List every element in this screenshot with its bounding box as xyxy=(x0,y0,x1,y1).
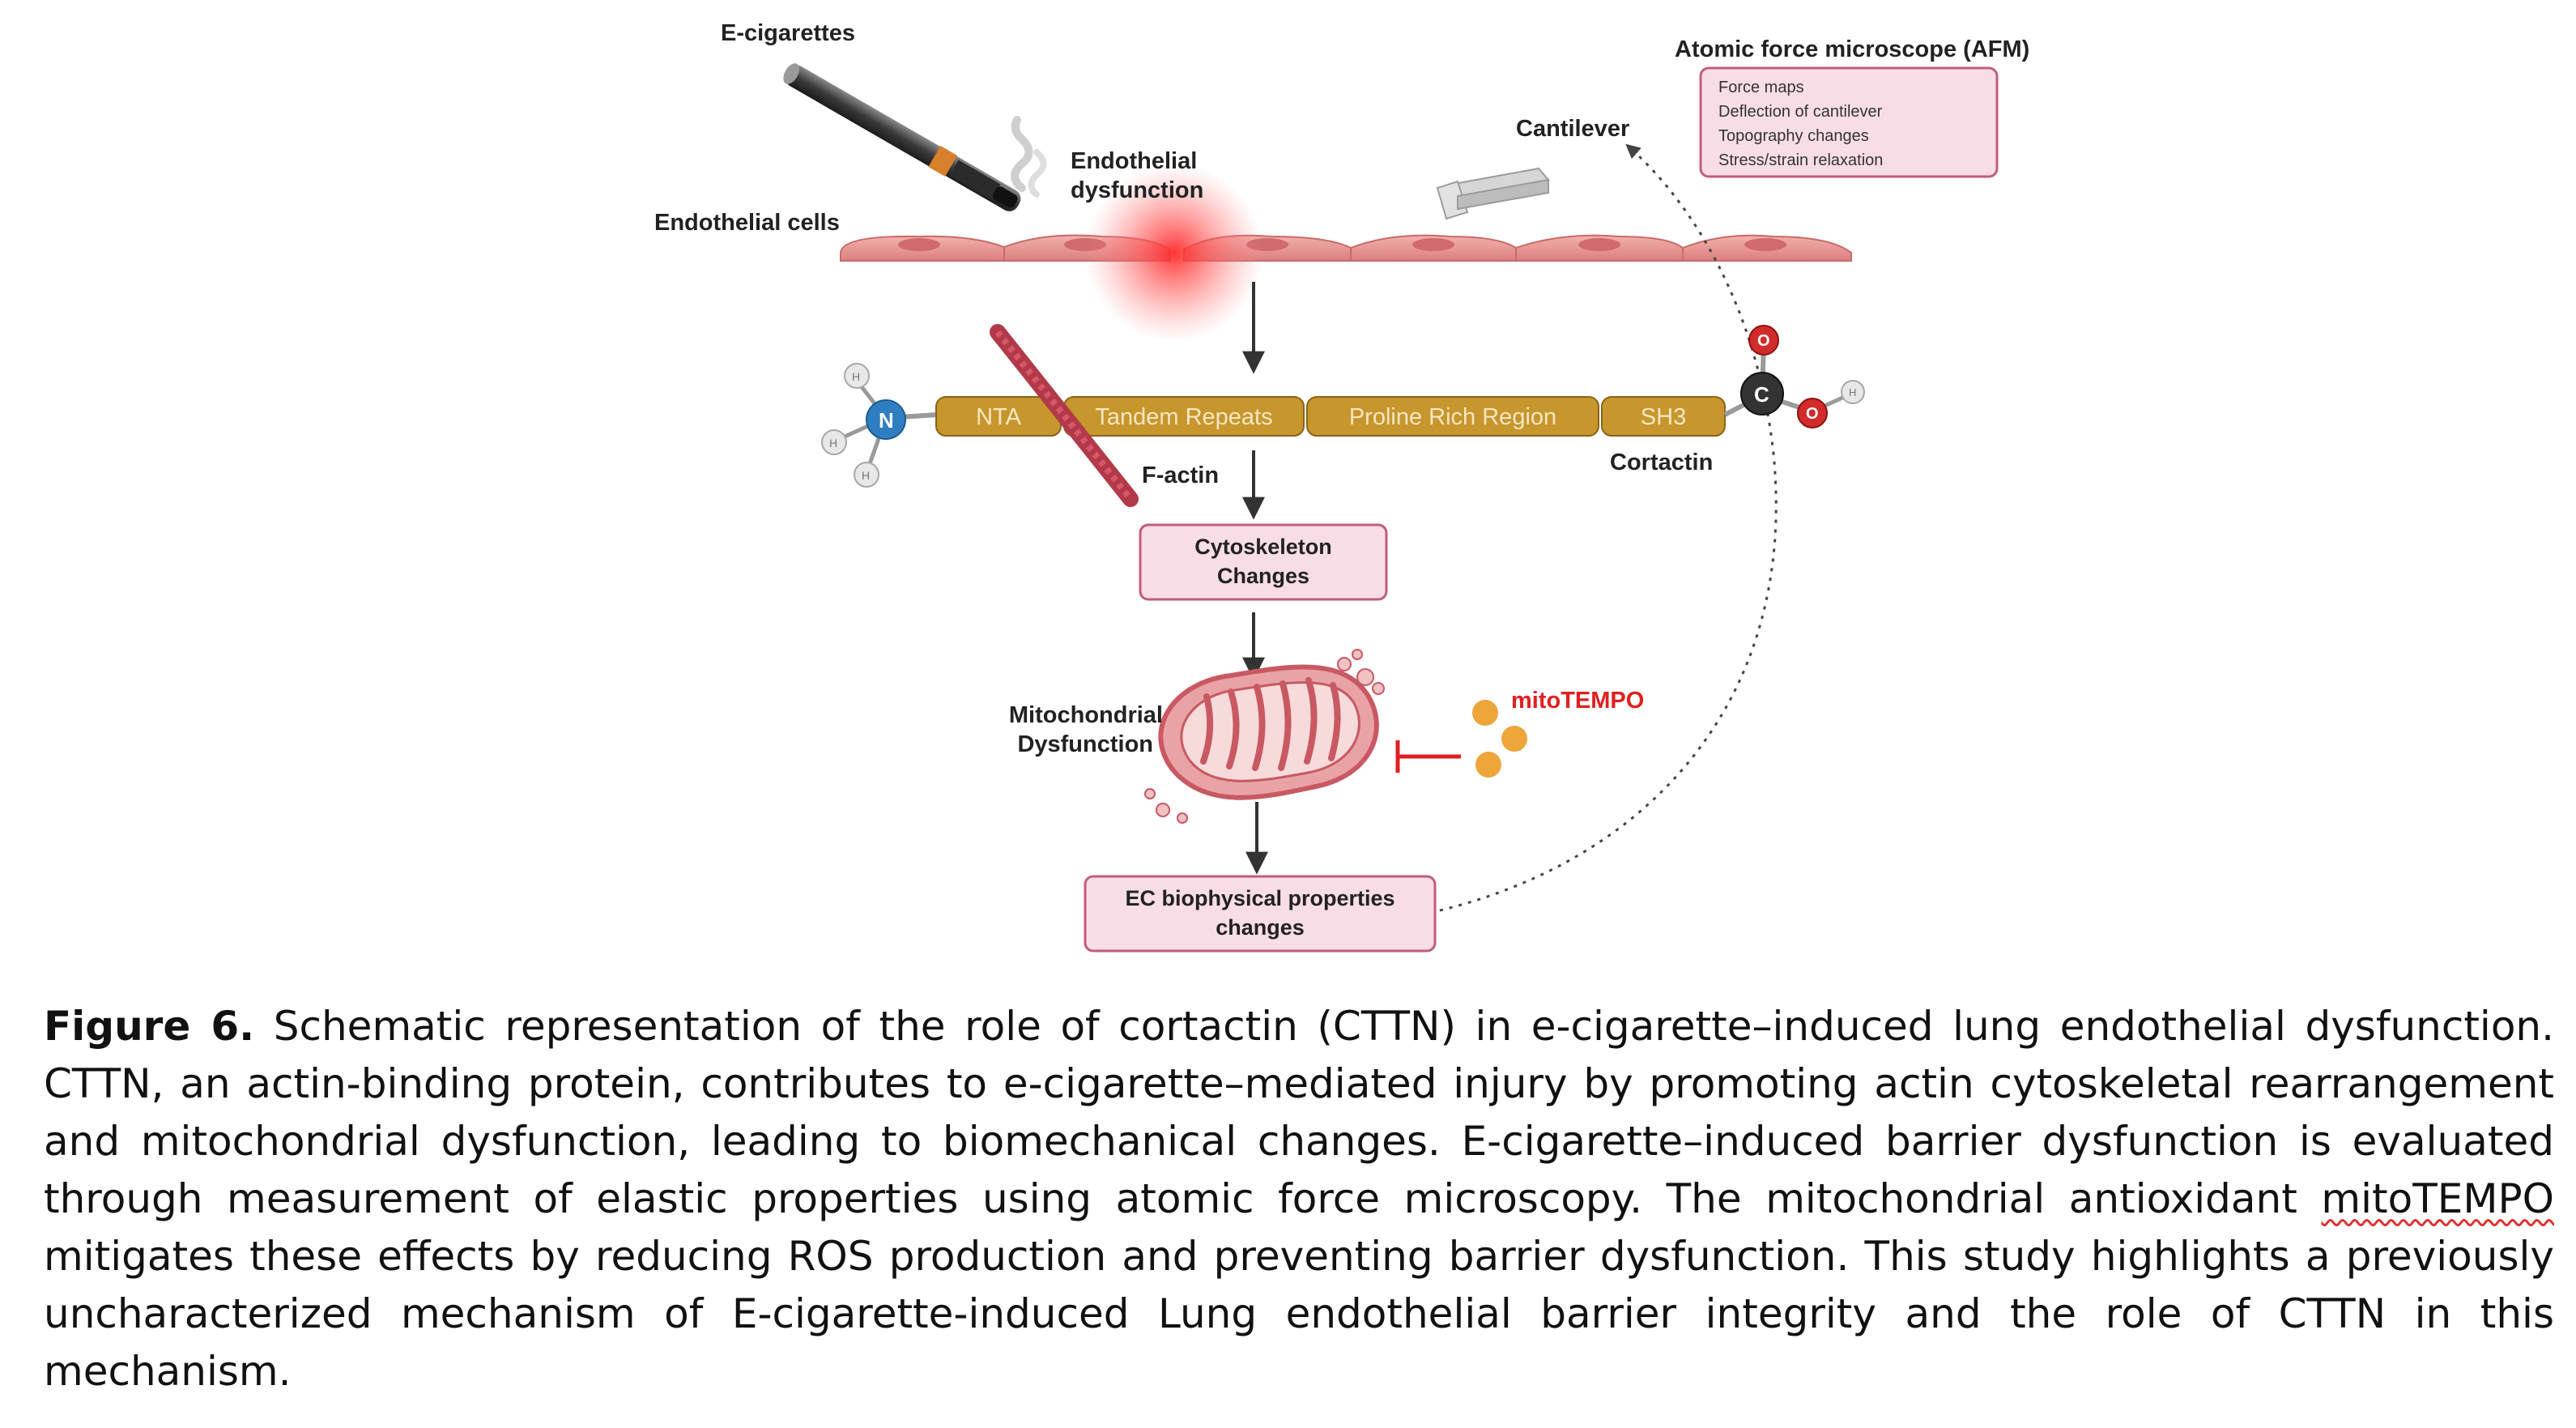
f-actin-filament-icon xyxy=(990,324,1139,507)
f-actin-label: F-actin xyxy=(1142,463,1219,488)
endothelial-dysfunction-label-line1: Endothelial xyxy=(1071,148,1197,174)
hydrogen-atom-label-3: H xyxy=(862,469,870,482)
cantilever-icon xyxy=(1436,167,1550,220)
e-cigarette-icon xyxy=(783,63,1047,211)
domain-proline-rich-label: Proline Rich Region xyxy=(1349,404,1556,430)
mito-dysfunction-label-line2: Dysfunction xyxy=(1017,731,1153,757)
afm-item-topography: Topography changes xyxy=(1718,127,1869,145)
caption-mitotempo-highlight: mitoTEMPO xyxy=(2321,1175,2554,1222)
nitrogen-atom-label: N xyxy=(879,408,894,433)
mitotempo-molecule-icon xyxy=(1472,700,1527,778)
cantilever-label: Cantilever xyxy=(1516,116,1629,142)
amine-group-icon: H H H N xyxy=(821,363,939,488)
domain-sh3-label: SH3 xyxy=(1641,404,1686,430)
caption-text-part1: Schematic representation of the role of … xyxy=(44,1003,2554,1222)
caption-text-part2: mitigates these effects by reducing ROS … xyxy=(44,1233,2554,1395)
cytoskeleton-changes-label-line1: Cytoskeleton xyxy=(1194,535,1332,559)
oxygen-atom-label-1: O xyxy=(1757,332,1770,350)
endothelial-cell-layer xyxy=(840,234,1852,262)
domain-proline-rich xyxy=(1306,396,1599,437)
mitochondrion-icon xyxy=(1144,649,1385,824)
dysfunction-glow xyxy=(1085,164,1263,342)
cytoskeleton-changes-label-line2: Changes xyxy=(1217,564,1309,588)
figure-caption: Figure 6. Schematic representation of th… xyxy=(44,998,2554,1400)
afm-item-force-maps: Force maps xyxy=(1718,79,1804,96)
hydrogen-atom-label-1: H xyxy=(852,370,860,383)
ec-properties-box xyxy=(1084,875,1437,953)
afm-title: Atomic force microscope (AFM) xyxy=(1675,36,2029,62)
cortactin-label: Cortactin xyxy=(1610,450,1713,475)
figure-label: Figure 6. xyxy=(44,1003,255,1050)
afm-item-stress-strain: Stress/strain relaxation xyxy=(1718,151,1883,169)
endothelial-cells-label: Endothelial cells xyxy=(654,210,840,236)
e-cigarettes-label: E-cigarettes xyxy=(721,20,855,46)
domain-nta-label: NTA xyxy=(976,404,1022,430)
ec-properties-label-line2: changes xyxy=(1216,915,1305,940)
oxygen-atom-label-2: O xyxy=(1806,405,1819,423)
afm-item-deflection: Deflection of cantilever xyxy=(1718,103,1883,121)
cytoskeleton-changes-box xyxy=(1139,523,1388,601)
hydrogen-atom-label-4: H xyxy=(1849,386,1856,399)
ec-properties-label-line1: EC biophysical properties xyxy=(1125,886,1394,910)
cortactin-protein: NTA Tandem Repeats Proline Rich Region S… xyxy=(935,396,1726,437)
afm-box xyxy=(1699,66,1999,178)
mitotempo-label: mitoTEMPO xyxy=(1511,688,1644,714)
domain-tandem-repeats-label: Tandem Repeats xyxy=(1095,404,1272,430)
domain-sh3 xyxy=(1601,396,1726,437)
carboxyl-group-icon: C O O H xyxy=(1723,325,1865,428)
mito-dysfunction-label-line1: Mitochondrial xyxy=(1009,702,1163,728)
hydrogen-atom-label-2: H xyxy=(829,437,837,450)
endothelial-dysfunction-label-line2: dysfunction xyxy=(1071,177,1203,203)
carbon-atom-label: C xyxy=(1754,382,1769,407)
